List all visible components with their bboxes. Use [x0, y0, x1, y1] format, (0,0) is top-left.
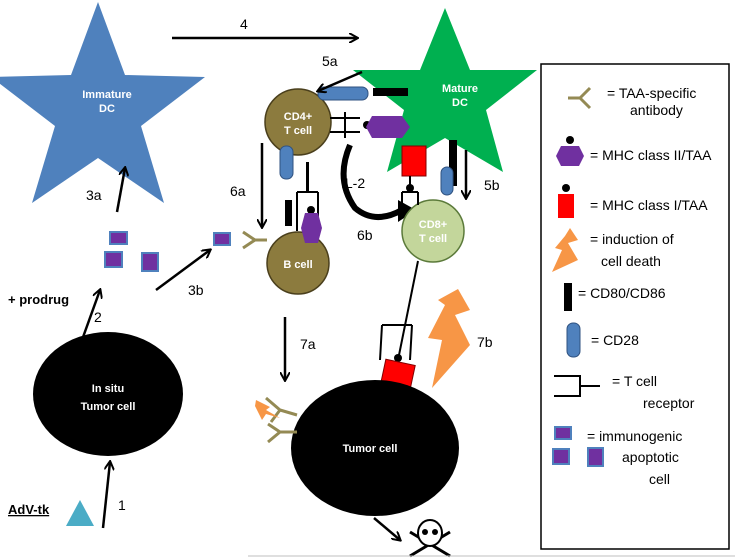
cd80-cd8 [449, 140, 457, 186]
legend-cell-death-icon [552, 228, 578, 272]
cd8-tumor-link [397, 260, 419, 361]
immature-dc-label-2: DC [99, 103, 115, 115]
step-5a-label: 5a [322, 53, 338, 69]
in-situ-tumor-cell [33, 332, 183, 456]
cd8-t-cell [401, 199, 465, 263]
apoptotic-cell-bcell [213, 232, 231, 246]
legend-apoptotic-icon [552, 448, 570, 465]
arrow-5a [318, 70, 363, 91]
cd28-cd4-bottom [279, 145, 294, 180]
tumor-cell-label: Tumor cell [343, 443, 398, 455]
step-1-label: 1 [118, 497, 126, 513]
step-4-label: 4 [240, 16, 248, 32]
legend-mhc2-icon [556, 146, 584, 166]
il2-label: IL-2 [341, 175, 365, 191]
antibody-bcell [242, 230, 267, 250]
mhc-class-i-mature [401, 145, 427, 177]
step-3a-label: 3a [86, 187, 102, 203]
legend-mhc1-icon [558, 194, 574, 218]
b-cell-label: B cell [283, 259, 312, 271]
legend-tcr-icon [554, 375, 600, 397]
legend-death-2: cell death [601, 253, 661, 269]
step-7a-label: 7a [300, 336, 316, 352]
arrow-1 [101, 462, 110, 529]
legend-apoptotic-1: = immunogenic [587, 428, 682, 444]
cell-death-small [255, 400, 280, 420]
legend-death-1: = induction of [590, 231, 674, 247]
apoptotic-cell [104, 251, 123, 268]
mhc-class-ii-mature [366, 116, 410, 138]
cd28-receptor [317, 86, 369, 101]
legend-apoptotic-icon [554, 426, 572, 440]
immature-dc-star [0, 2, 205, 203]
legend-apoptotic-2: apoptotic [622, 449, 679, 465]
step-3b-label: 3b [188, 282, 204, 298]
step-6a-label: 6a [230, 183, 246, 199]
cd4-label-1: CD4+ [284, 111, 312, 123]
apoptotic-cell [109, 231, 128, 245]
legend-antibody-1: = TAA-specific [607, 85, 696, 101]
legend-cd80-icon [564, 283, 572, 311]
legend-cd28: = CD28 [591, 332, 639, 348]
arrow-3a [115, 168, 125, 213]
mature-dc-label-1: Mature [442, 83, 478, 95]
arrow-3b [155, 250, 210, 292]
in-situ-label-1: In situ [92, 383, 124, 395]
step-2-label: 2 [94, 309, 102, 325]
legend-mhc1: = MHC class I/TAA [590, 197, 708, 213]
legend-antibody-2: antibody [630, 102, 683, 118]
tcr-cd8-tumor [379, 324, 413, 361]
legend-box [540, 63, 730, 550]
legend-tcr-1: = T cell [612, 373, 657, 389]
cell-death-bolt [428, 289, 470, 388]
tcr-cd8-mature [401, 176, 419, 205]
legend-tcr-2: receptor [643, 395, 695, 411]
tcr-cd4-mature [330, 112, 360, 138]
arrow-death [373, 517, 400, 540]
legend-antibody-icon [568, 86, 592, 110]
mhc-class-ii-bcell [301, 213, 322, 243]
legend-apoptotic-3: cell [649, 471, 670, 487]
legend-apoptotic-icon [587, 447, 604, 467]
skull-crossbones-icon [409, 519, 451, 558]
antibody-tumor-1 [265, 396, 298, 423]
arrow-2 [80, 290, 100, 341]
cd28-cd8 [440, 166, 454, 196]
legend-cd28-icon [566, 322, 581, 358]
step-5b-label: 5b [484, 177, 500, 193]
cd4-t-cell [264, 88, 332, 156]
step-7b-label: 7b [477, 334, 493, 350]
immature-dc-label-1: Immature [82, 89, 132, 101]
adv-tk-label: AdV-tk [8, 502, 50, 517]
il2-arrow [340, 143, 404, 220]
antibody-tumor-2 [267, 422, 297, 444]
mature-dc-label-2: DC [452, 97, 468, 109]
cd8-label-1: CD8+ [419, 219, 447, 231]
cd8-label-2: T cell [419, 233, 447, 245]
cd80-ligand [373, 88, 408, 96]
cd4-label-2: T cell [284, 125, 312, 137]
apoptotic-cell [141, 252, 159, 272]
legend-mhc2: = MHC class II/TAA [590, 147, 712, 163]
in-situ-label-2: Tumor cell [81, 401, 136, 413]
legend-cd80: = CD80/CD86 [578, 285, 666, 301]
prodrug-label: + prodrug [8, 292, 69, 307]
adv-tk-triangle [66, 500, 94, 526]
step-6b-label: 6b [357, 227, 373, 243]
b-cell [266, 231, 330, 295]
cd80-bcell [285, 200, 292, 226]
tumor-cell [291, 380, 459, 516]
